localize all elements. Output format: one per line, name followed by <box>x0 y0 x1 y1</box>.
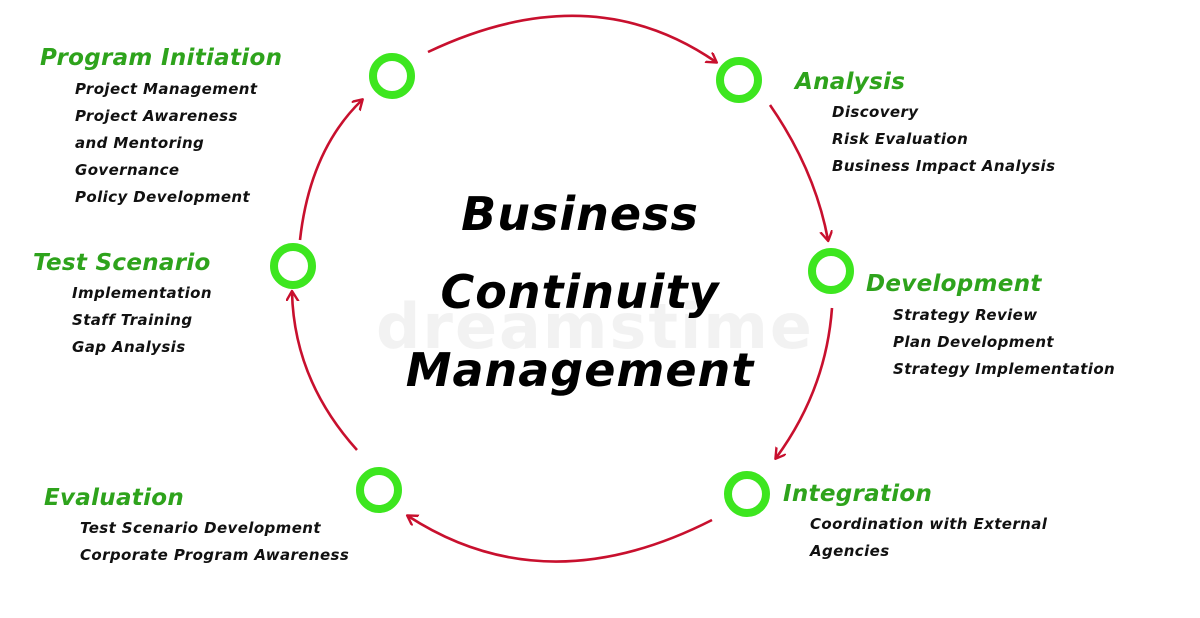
center-title-line-2: Continuity <box>440 265 720 319</box>
node-test-scenario <box>270 243 316 289</box>
arrow-analysis-to-development <box>768 104 828 240</box>
center-title-line-1: Business <box>461 187 699 241</box>
stage-title-test-scenario: Test Scenario <box>33 250 211 276</box>
arrow-initiation-to-analysis <box>427 14 716 62</box>
list-item: Risk Evaluation <box>832 130 969 148</box>
list-item: Staff Training <box>72 311 193 329</box>
node-analysis <box>716 57 762 103</box>
stage-title-development: Development <box>866 271 1042 297</box>
stage-items-evaluation: Test Scenario Development Corporate Prog… <box>80 515 349 569</box>
list-item: Business Impact Analysis <box>832 157 1056 175</box>
stage-items-development: Strategy Review Plan Development Strateg… <box>893 302 1115 383</box>
list-item: Project Awareness <box>75 107 238 125</box>
stage-items-test-scenario: Implementation Staff Training Gap Analys… <box>72 280 212 361</box>
node-program-initiation <box>369 53 415 99</box>
node-integration <box>724 471 770 517</box>
arrow-development-to-integration <box>776 307 834 458</box>
list-item: Strategy Review <box>893 306 1038 324</box>
list-item: Governance <box>75 161 180 179</box>
stage-title-analysis: Analysis <box>795 69 906 95</box>
node-evaluation <box>356 467 402 513</box>
list-item: Policy Development <box>75 188 251 206</box>
list-item: Plan Development <box>893 333 1054 351</box>
stage-items-integration: Coordination with External Agencies <box>810 511 1047 565</box>
stage-title-program-initiation: Program Initiation <box>40 45 283 71</box>
center-title: Business Continuity Management <box>330 175 830 409</box>
list-item: Strategy Implementation <box>893 360 1116 378</box>
node-development <box>808 248 854 294</box>
stage-items-program-initiation: Project Management Project Awareness and… <box>75 76 257 211</box>
arrow-evaluation-to-test-scenario <box>292 292 358 451</box>
stage-items-analysis: Discovery Risk Evaluation Business Impac… <box>832 99 1055 180</box>
list-item: Coordination with External <box>810 515 1048 533</box>
list-item: Gap Analysis <box>72 338 186 356</box>
list-item: Project Management <box>75 80 258 98</box>
list-item: Test Scenario Development <box>80 519 321 537</box>
arrow-integration-to-evaluation <box>408 516 713 563</box>
list-item: Implementation <box>72 284 212 302</box>
list-item: Discovery <box>832 103 919 121</box>
center-title-line-3: Management <box>405 343 755 397</box>
stage-title-integration: Integration <box>783 481 933 507</box>
stage-title-evaluation: Evaluation <box>44 485 185 511</box>
list-item: and Mentoring <box>75 134 205 152</box>
list-item: Corporate Program Awareness <box>80 546 350 564</box>
list-item: Agencies <box>810 542 890 560</box>
arrow-test-scenario-to-initiation <box>298 100 362 241</box>
